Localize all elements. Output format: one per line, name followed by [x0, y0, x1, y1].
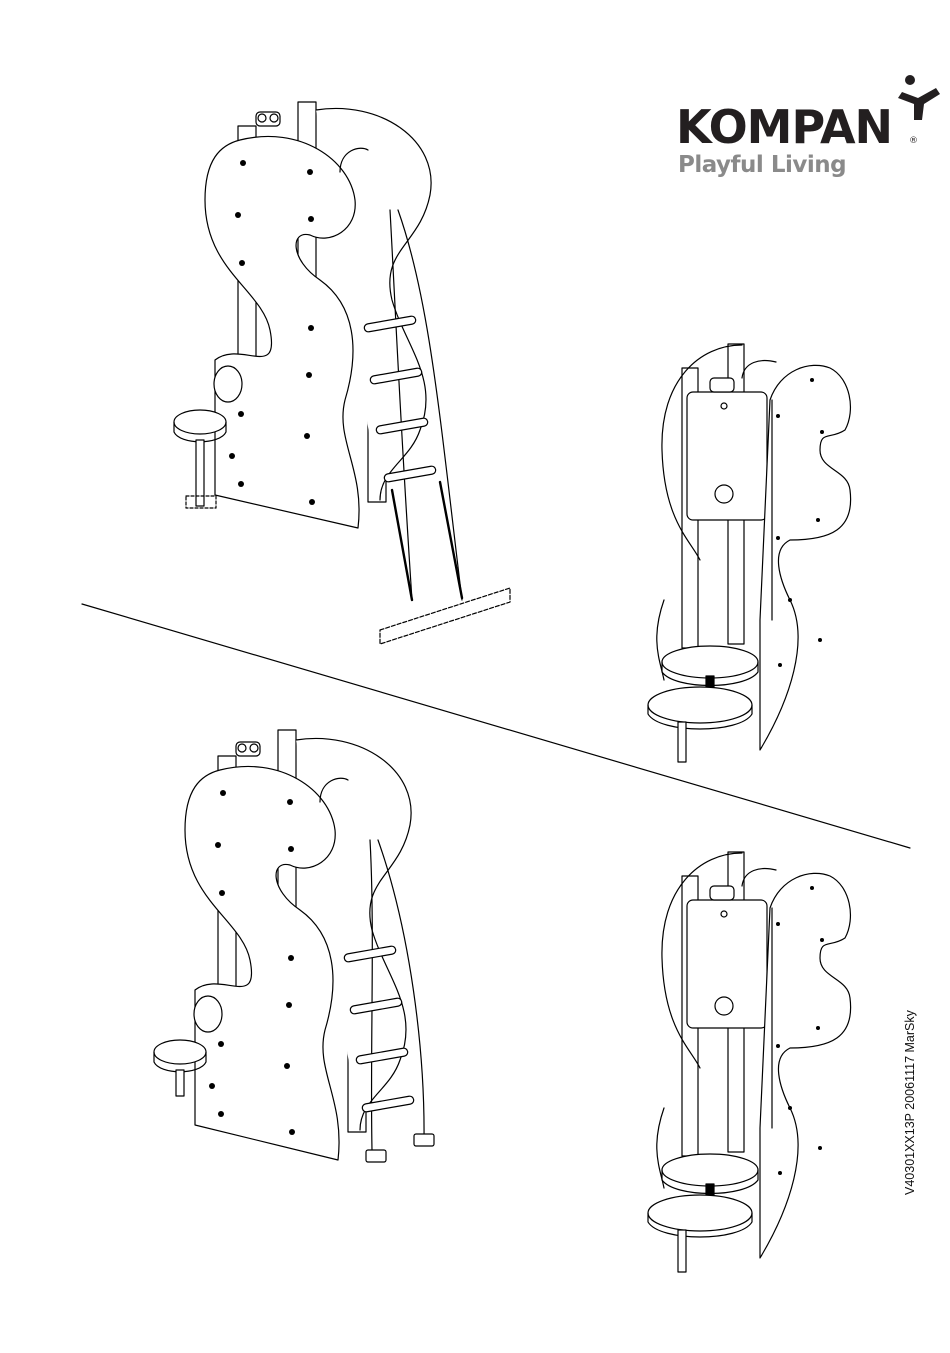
brand-name: KOMPAN — [676, 104, 892, 150]
kompan-logo: KOMPAN ® Playful Living — [676, 74, 946, 186]
playset-front-view-bottom — [154, 730, 434, 1162]
registered-mark: ® — [909, 136, 918, 146]
document-code: V40301XX13P 20061117 MarSky — [903, 1010, 917, 1195]
playset-back-view-bottom — [648, 852, 851, 1272]
jumping-figure-icon — [898, 74, 944, 132]
playset-back-view-top — [648, 344, 851, 762]
playset-front-view-top — [174, 102, 510, 644]
brand-tagline: Playful Living — [678, 154, 846, 177]
